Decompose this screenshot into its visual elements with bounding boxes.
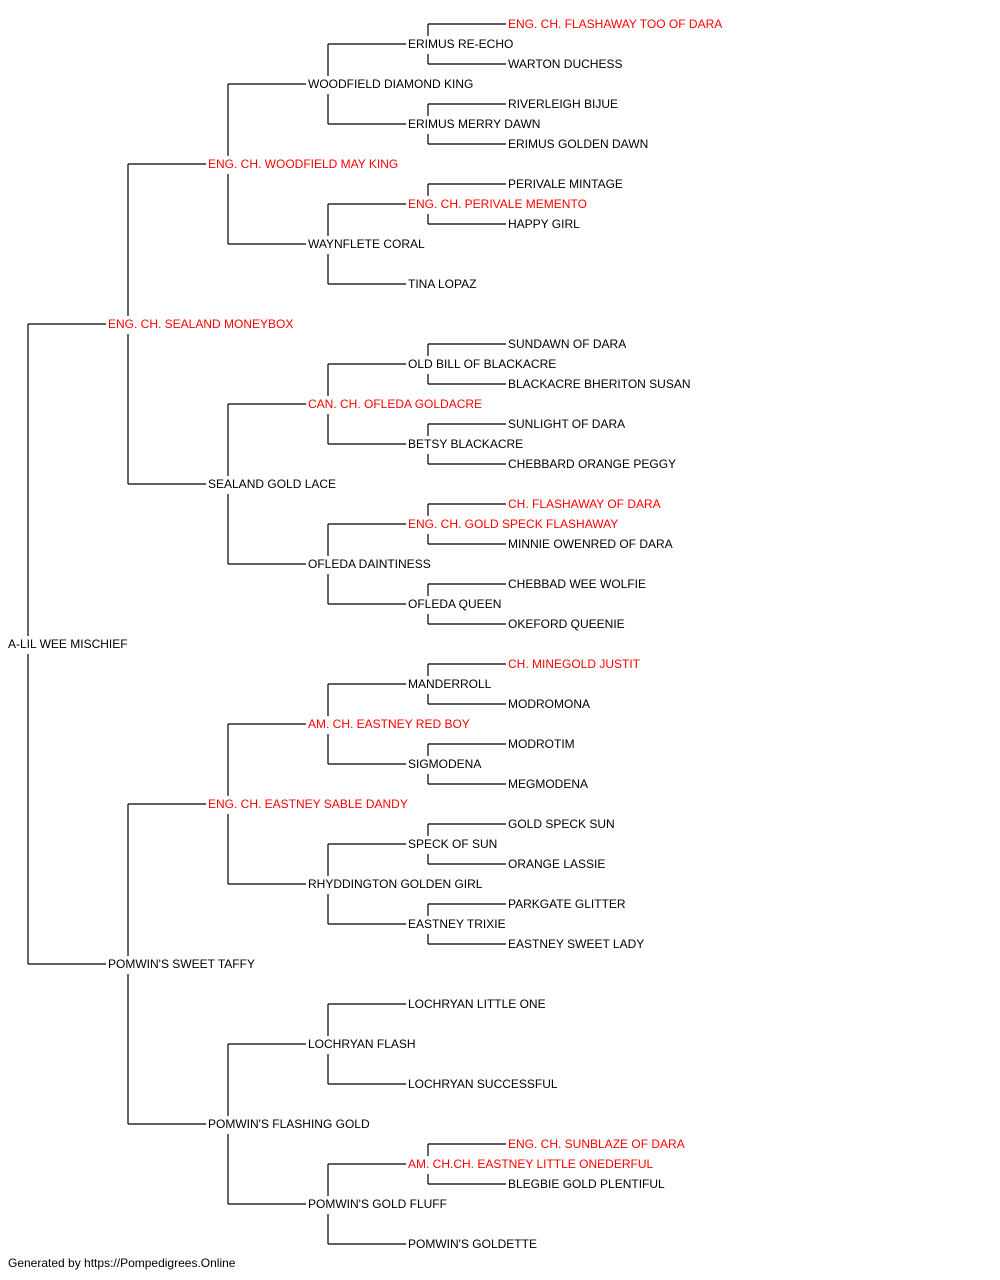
- ancestor-name-gen5: ENG. CH. FLASHAWAY TOO OF DARA: [508, 17, 722, 31]
- ancestor-name-gen2: ENG. CH. EASTNEY SABLE DANDY: [208, 797, 408, 811]
- ancestor-name-gen2: POMWIN'S FLASHING GOLD: [208, 1117, 370, 1131]
- ancestor-name-gen4: POMWIN'S GOLDETTE: [408, 1237, 537, 1250]
- ancestor-name-gen5: ORANGE LASSIE: [508, 857, 605, 871]
- ancestor-name-gen5: EASTNEY SWEET LADY: [508, 937, 644, 951]
- ancestor-name-gen5: OKEFORD QUEENIE: [508, 617, 625, 631]
- ancestor-name-gen4: ERIMUS RE-ECHO: [408, 37, 513, 51]
- ancestor-name-gen4: AM. CH.CH. EASTNEY LITTLE ONEDERFUL: [408, 1157, 653, 1171]
- ancestor-name-gen5: CHEBBARD ORANGE PEGGY: [508, 457, 676, 471]
- ancestor-name-gen5: MEGMODENA: [508, 777, 588, 791]
- ancestor-name-gen3: CAN. CH. OFLEDA GOLDACRE: [308, 397, 482, 411]
- ancestor-name-gen3: LOCHRYAN FLASH: [308, 1037, 416, 1051]
- ancestor-name-gen4: LOCHRYAN SUCCESSFUL: [408, 1077, 558, 1091]
- ancestor-name-gen3: POMWIN'S GOLD FLUFF: [308, 1197, 447, 1211]
- ancestor-name-gen5: CHEBBAD WEE WOLFIE: [508, 577, 646, 591]
- ancestor-name-gen3: WOODFIELD DIAMOND KING: [308, 77, 473, 91]
- ancestor-name-gen1: ENG. CH. SEALAND MONEYBOX: [108, 317, 293, 331]
- ancestor-name-gen4: LOCHRYAN LITTLE ONE: [408, 997, 546, 1011]
- ancestor-name-gen5: MODROTIM: [508, 737, 575, 751]
- ancestor-name-gen4: EASTNEY TRIXIE: [408, 917, 506, 931]
- ancestor-name-gen5: CH. MINEGOLD JUSTIT: [508, 657, 641, 671]
- ancestor-name-gen4: SIGMODENA: [408, 757, 481, 771]
- ancestor-name-gen5: ERIMUS GOLDEN DAWN: [508, 137, 648, 151]
- ancestor-name-gen3: RHYDDINGTON GOLDEN GIRL: [308, 877, 483, 891]
- ancestor-name-gen5: WARTON DUCHESS: [508, 57, 622, 71]
- ancestor-name-gen5: SUNLIGHT OF DARA: [508, 417, 625, 431]
- ancestor-name-gen3: AM. CH. EASTNEY RED BOY: [308, 717, 470, 731]
- ancestor-name-gen5: CH. FLASHAWAY OF DARA: [508, 497, 661, 511]
- ancestor-name-gen5: GOLD SPECK SUN: [508, 817, 615, 831]
- ancestor-name-gen3: OFLEDA DAINTINESS: [308, 557, 431, 571]
- ancestor-name-gen4: TINA LOPAZ: [408, 277, 476, 291]
- ancestor-name-gen4: ERIMUS MERRY DAWN: [408, 117, 540, 131]
- ancestor-name-gen5: MODROMONA: [508, 697, 590, 711]
- ancestor-name-gen5: ENG. CH. SUNBLAZE OF DARA: [508, 1137, 685, 1151]
- pedigree-tree: A-LIL WEE MISCHIEF ENG. CH. SEALAND MONEY…: [8, 17, 722, 1250]
- ancestor-name-gen5: PARKGATE GLITTER: [508, 897, 626, 911]
- ancestor-name-gen4: BETSY BLACKACRE: [408, 437, 523, 451]
- ancestor-name-gen5: HAPPY GIRL: [508, 217, 580, 231]
- ancestor-name-gen5: PERIVALE MINTAGE: [508, 177, 623, 191]
- ancestor-name-gen5: MINNIE OWENRED OF DARA: [508, 537, 673, 551]
- ancestor-name-gen1: POMWIN'S SWEET TAFFY: [108, 957, 255, 971]
- ancestor-name-gen4: SPECK OF SUN: [408, 837, 497, 851]
- ancestor-name-gen4: MANDERROLL: [408, 677, 492, 691]
- ancestor-name-gen2: ENG. CH. WOODFIELD MAY KING: [208, 157, 398, 171]
- ancestor-name-gen4: OFLEDA QUEEN: [408, 597, 501, 611]
- ancestor-name-gen4: OLD BILL OF BLACKACRE: [408, 357, 556, 371]
- ancestor-name-gen2: SEALAND GOLD LACE: [208, 477, 336, 491]
- generated-by-footer: Generated by https://Pompedigrees.Online: [8, 1256, 236, 1270]
- ancestor-name-gen5: BLEGBIE GOLD PLENTIFUL: [508, 1177, 665, 1191]
- ancestor-name-gen5: SUNDAWN OF DARA: [508, 337, 626, 351]
- ancestor-name-gen0: A-LIL WEE MISCHIEF: [8, 637, 128, 651]
- ancestor-name-gen5: RIVERLEIGH BIJUE: [508, 97, 618, 111]
- ancestor-name-gen3: WAYNFLETE CORAL: [308, 237, 425, 251]
- ancestor-name-gen4: ENG. CH. GOLD SPECK FLASHAWAY: [408, 517, 618, 531]
- ancestor-name-gen4: ENG. CH. PERIVALE MEMENTO: [408, 197, 587, 211]
- ancestor-name-gen5: BLACKACRE BHERITON SUSAN: [508, 377, 691, 391]
